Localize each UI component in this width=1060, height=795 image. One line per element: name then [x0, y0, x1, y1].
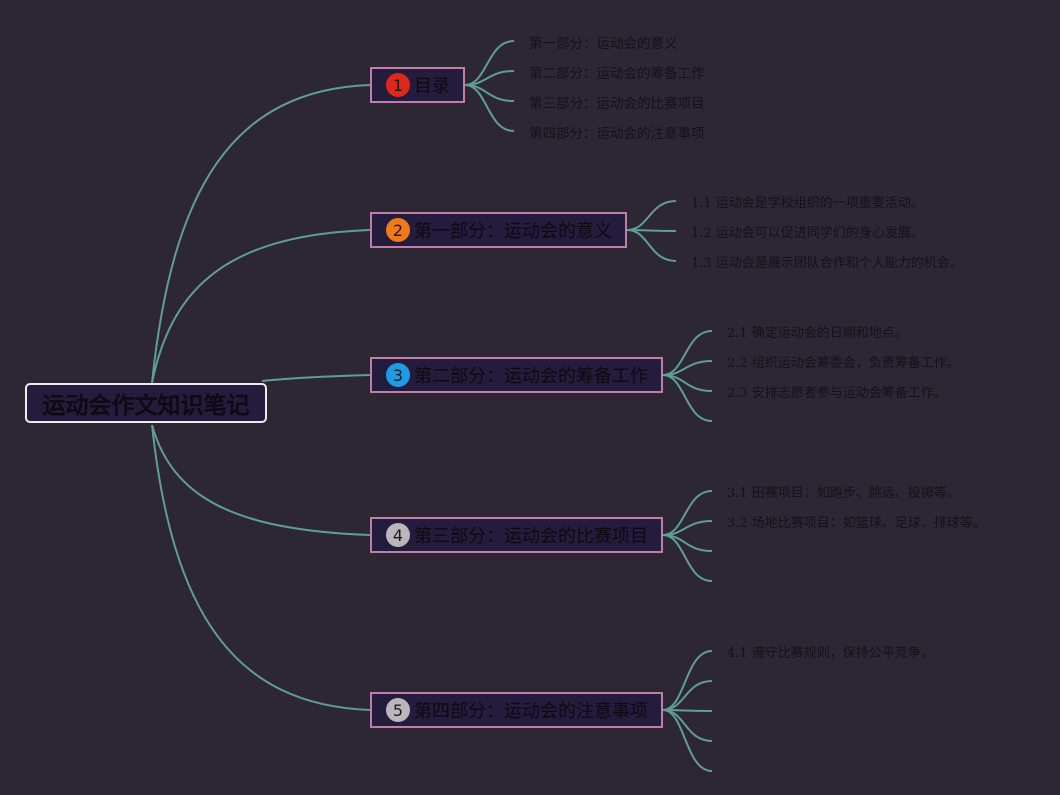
- branch-link: [662, 709, 713, 772]
- leaf-item[interactable]: 第一部分：运动会的意义: [529, 36, 678, 52]
- topic-label: 第一部分：运动会的意义: [414, 221, 612, 242]
- topic-label: 第三部分：运动会的比赛项目: [414, 526, 648, 547]
- leaf-item[interactable]: 4.1 遵守比赛规则，保持公平竞争。: [727, 646, 934, 661]
- topic-label: 目录: [414, 76, 450, 97]
- branch-link: [662, 709, 713, 742]
- number-badge-icon: 4: [386, 523, 410, 547]
- leaf-item[interactable]: 第三部分：运动会的比赛项目: [529, 96, 705, 112]
- leaf-item[interactable]: 2.2 组织运动会筹委会，负责筹备工作。: [727, 356, 960, 371]
- branch-link: [662, 490, 713, 536]
- root-node[interactable]: 运动会作文知识笔记: [25, 383, 267, 423]
- number-badge-icon: 3: [386, 363, 410, 387]
- branch-link: [662, 680, 713, 711]
- number-badge-icon: 2: [386, 218, 410, 242]
- root-title: 运动会作文知识笔记: [42, 393, 250, 419]
- leaf-item[interactable]: 第二部分：运动会的筹备工作: [529, 66, 705, 82]
- topic-node-part4[interactable]: 5 第四部分：运动会的注意事项: [370, 692, 663, 728]
- leaf-item[interactable]: 1.3 运动会是展示团队合作和个人能力的机会。: [691, 256, 963, 271]
- topic-node-toc[interactable]: 1 目录: [370, 67, 465, 103]
- topic-label: 第二部分：运动会的筹备工作: [414, 366, 648, 387]
- branch-link: [662, 534, 713, 582]
- root-link: [151, 424, 371, 536]
- branch-link: [464, 40, 515, 86]
- root-link: [151, 229, 371, 384]
- branch-link: [626, 200, 677, 231]
- topic-node-part2[interactable]: 3 第二部分：运动会的筹备工作: [370, 357, 663, 393]
- topic-node-part3[interactable]: 4 第三部分：运动会的比赛项目: [370, 517, 663, 553]
- topic-label: 第四部分：运动会的注意事项: [414, 701, 648, 722]
- branch-link: [626, 229, 677, 262]
- branch-link: [662, 330, 713, 376]
- leaf-item[interactable]: 2.1 确定运动会的日期和地点。: [727, 326, 908, 341]
- leaf-item[interactable]: 第四部分：运动会的注意事项: [529, 126, 705, 142]
- root-link: [151, 424, 371, 711]
- number-badge-icon: 1: [386, 73, 410, 97]
- branch-link: [662, 374, 713, 422]
- branch-link: [662, 650, 713, 711]
- leaf-item[interactable]: 3.2 场地比赛项目：如篮球、足球、排球等。: [727, 516, 986, 531]
- leaf-item[interactable]: 2.3 安排志愿者参与运动会筹备工作。: [727, 386, 947, 401]
- root-link: [261, 374, 371, 382]
- leaf-item[interactable]: 1.1 运动会是学校组织的一项重要活动。: [691, 196, 924, 211]
- number-badge-icon: 5: [386, 698, 410, 722]
- branch-link: [464, 84, 515, 132]
- leaf-item[interactable]: 3.1 田赛项目：如跑步、跳远、投掷等。: [727, 486, 960, 501]
- leaf-item[interactable]: 1.2 运动会可以促进同学们的身心发展。: [691, 226, 924, 241]
- root-link: [151, 84, 371, 384]
- topic-node-part1[interactable]: 2 第一部分：运动会的意义: [370, 212, 627, 248]
